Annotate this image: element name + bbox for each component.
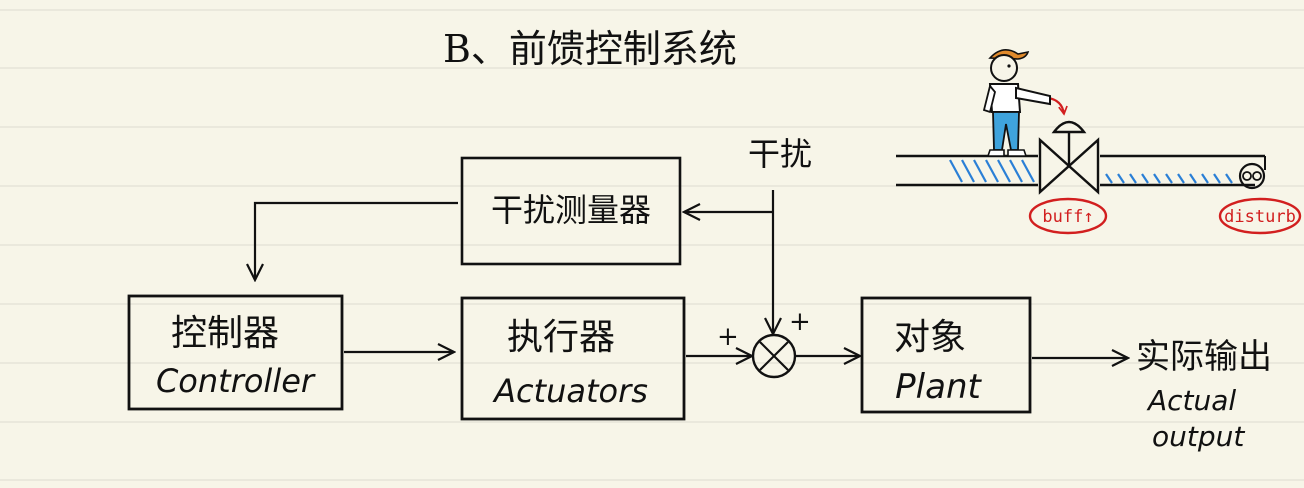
operator-figure [982, 49, 1051, 157]
controller-block: 控制器 Controller [127, 294, 344, 411]
measurer-label: 干扰测量器 [491, 191, 651, 229]
ruled-lines [0, 9, 1304, 481]
fluid-hatch-left [949, 159, 1035, 183]
buff-tag-label: buff↑ [1042, 207, 1093, 227]
plant-label-en: Plant [895, 367, 982, 407]
output-label-en-1: Actual [1146, 384, 1236, 417]
disturb-tag: disturb [1218, 197, 1302, 235]
arrow-measurer-to-controller [255, 201, 458, 280]
plus-sign-left: + [717, 322, 739, 352]
fluid-hatch-right [1105, 173, 1233, 184]
actuators-label-cn: 执行器 [507, 317, 615, 358]
pump-icon [1238, 156, 1266, 190]
disturbance-label: 干扰 [748, 135, 812, 173]
summing-junction [751, 333, 797, 379]
diagram-title: B、前馈控制系统 [443, 27, 737, 71]
plus-sign-top: + [789, 307, 811, 337]
plant-label-cn: 对象 [894, 317, 966, 358]
valve-icon [1038, 120, 1100, 195]
plant-block: 对象 Plant [860, 296, 1032, 414]
controller-label-cn: 控制器 [171, 313, 279, 354]
measurer-block: 干扰测量器 [460, 156, 682, 266]
output-label-en-2: output [1152, 420, 1245, 453]
output-label-cn: 实际输出 [1136, 337, 1272, 377]
pipe-illustration: buff↑ disturb [896, 49, 1302, 235]
controller-label-en: Controller [156, 362, 316, 400]
disturb-tag-label: disturb [1224, 207, 1296, 227]
actuators-block: 执行器 Actuators [460, 296, 686, 421]
buff-tag: buff↑ [1028, 197, 1108, 235]
signal-lines [255, 190, 1128, 358]
actuators-label-en: Actuators [492, 372, 648, 410]
